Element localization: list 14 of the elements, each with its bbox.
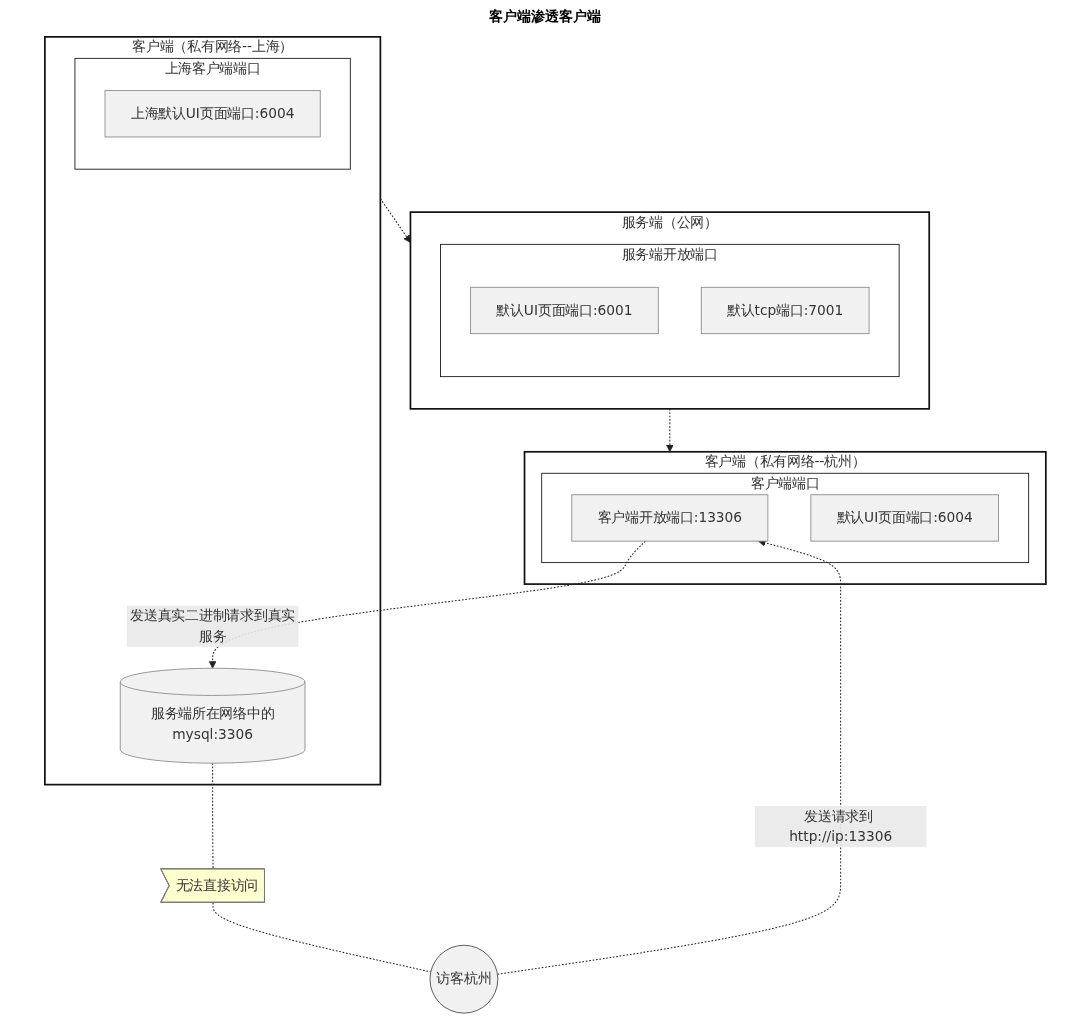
node-box: 默认tcp端口:7001 xyxy=(700,286,870,335)
connector xyxy=(212,902,431,973)
node-box: 默认UI页面端口:6004 xyxy=(810,494,999,542)
arrow xyxy=(379,198,411,243)
edge-label: 发送真实二进制请求到真实服务 xyxy=(129,607,295,645)
arrow xyxy=(496,539,841,975)
node-box: 上海默认UI页面端口:6004 xyxy=(104,90,321,138)
diagram-title: 客户端渗透客户端 xyxy=(488,8,602,26)
edge-label: 发送请求到 http://ip:13306 xyxy=(788,807,892,845)
node-circle: 访客杭州 xyxy=(429,944,498,1014)
node-box: 客户端开放端口:13306 xyxy=(571,494,768,542)
arrow xyxy=(665,408,674,453)
connector xyxy=(211,762,214,870)
node-box: 默认UI页面端口:6001 xyxy=(469,286,659,335)
